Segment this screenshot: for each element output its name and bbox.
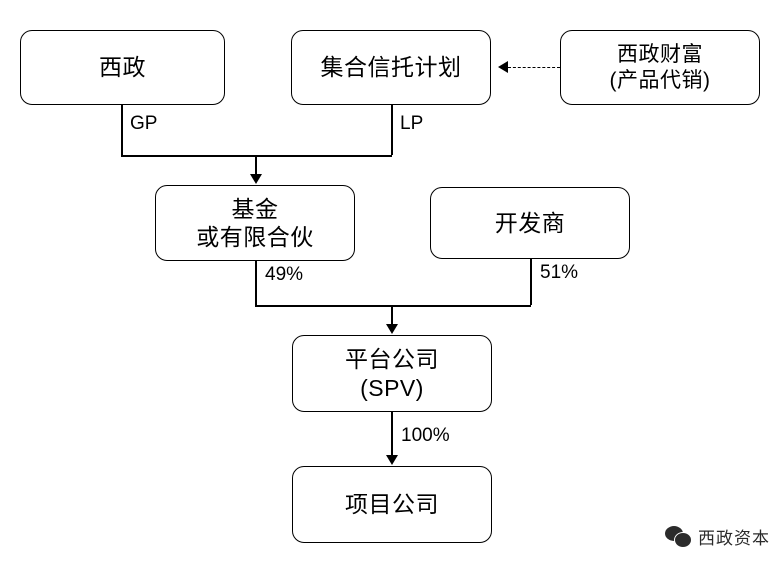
node-trust-label: 集合信托计划 [320,54,462,81]
node-wealth-sublabel: (产品代销) [609,68,711,92]
edge-spv-to-project-arrowhead [386,455,398,465]
edge-label-49: 49% [265,264,304,285]
edge-trust-vertical [391,105,393,155]
node-xizheng: 西政 [20,30,225,105]
watermark-text: 西政资本 [698,529,770,548]
edge-to-spv-arrowhead [386,324,398,334]
edge-wealth-to-trust-arrowhead [498,61,508,73]
node-xizheng-label: 西政 [99,54,146,81]
node-developer-label: 开发商 [494,209,566,236]
node-fund: 基金 或有限合伙 [155,185,355,261]
edge-merge-horizontal [255,305,531,307]
edge-gp-lp-horizontal [121,155,392,157]
edge-to-spv-vertical [391,305,393,325]
edge-developer-down [530,259,532,305]
node-fund-sublabel: 或有限合伙 [196,224,314,250]
node-wealth-label: 西政财富 [617,42,703,66]
edge-xizheng-vertical [121,105,123,155]
edge-label-lp: LP [400,113,424,134]
edge-to-fund-vertical [255,155,257,175]
node-project: 项目公司 [292,466,492,543]
edge-label-51: 51% [540,262,579,283]
edge-fund-down [255,261,257,305]
node-spv-sublabel: (SPV) [360,374,424,401]
edge-wealth-to-trust [508,67,560,68]
node-project-label: 项目公司 [345,491,439,518]
edge-spv-to-project [391,412,393,456]
node-developer: 开发商 [430,187,630,259]
watermark: 西政资本 [665,524,770,549]
node-spv: 平台公司 (SPV) [292,335,492,412]
edge-label-gp: GP [130,113,158,134]
node-wealth: 西政财富 (产品代销) [560,30,760,105]
node-spv-label: 平台公司 [345,346,439,373]
node-fund-label: 基金 [231,195,279,222]
edge-label-100: 100% [401,425,450,446]
wechat-icon [665,525,692,548]
node-trust: 集合信托计划 [291,30,491,105]
edge-to-fund-arrowhead [250,174,262,184]
